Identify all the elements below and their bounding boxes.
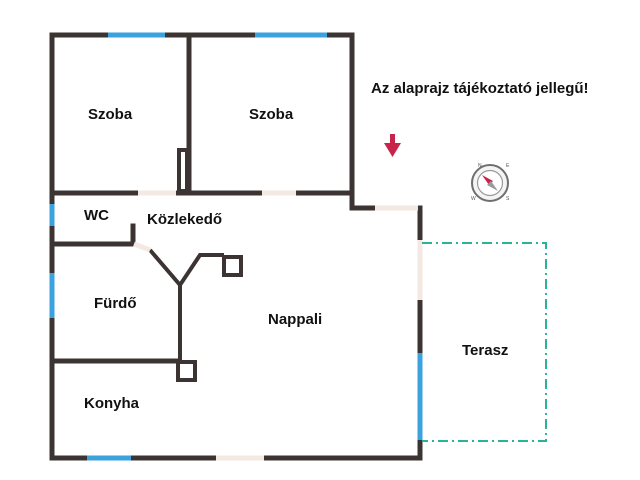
room-label-furdo: Fürdő bbox=[94, 295, 137, 312]
arrow-down-icon bbox=[384, 134, 401, 157]
compass-icon: N E S W bbox=[471, 163, 510, 202]
svg-text:E: E bbox=[506, 163, 510, 169]
room-label-nappali: Nappali bbox=[268, 311, 323, 328]
terrace-outline bbox=[422, 242, 547, 442]
svg-text:N: N bbox=[478, 163, 482, 169]
room-label-kozlekedo: Közlekedő bbox=[147, 211, 223, 228]
svg-text:W: W bbox=[471, 196, 476, 202]
disclaimer-note: Az alaprajz tájékoztató jellegű! bbox=[371, 80, 589, 97]
interior-walls bbox=[49, 32, 355, 382]
room-label-szoba-left: Szoba bbox=[88, 106, 133, 123]
outer-walls bbox=[49, 32, 423, 461]
room-label-szoba-right: Szoba bbox=[249, 106, 294, 123]
room-label-wc: WC bbox=[84, 207, 109, 224]
room-label-terasz: Terasz bbox=[462, 342, 509, 359]
svg-text:S: S bbox=[506, 196, 510, 202]
door-openings bbox=[133, 190, 423, 461]
room-label-konyha: Konyha bbox=[84, 395, 140, 412]
windows bbox=[49, 32, 423, 461]
